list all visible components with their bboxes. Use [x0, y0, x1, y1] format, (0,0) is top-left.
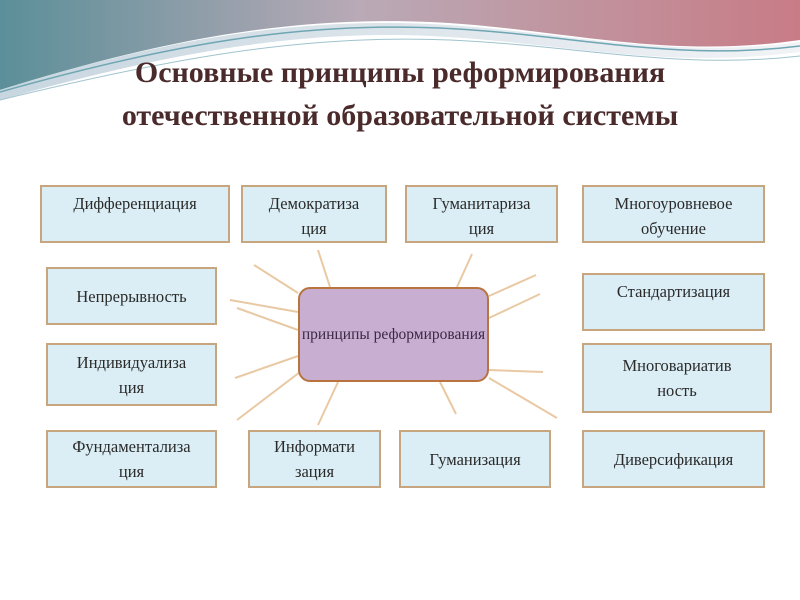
- connector-line: [236, 307, 299, 331]
- connector-line: [488, 274, 537, 297]
- central-node: принципы реформирования: [298, 287, 489, 382]
- page-title-line-2: отечественной образовательной системы: [121, 99, 679, 132]
- connector-line: [488, 377, 558, 419]
- connector-line: [439, 381, 457, 415]
- node-differentiation: Дифференциация: [40, 185, 230, 243]
- node-humanization: Гуманизация: [399, 430, 551, 488]
- node-label-line-2: ция: [468, 219, 495, 238]
- node-multilevel-learning: Многоуровневое обучение: [582, 185, 765, 243]
- node-diversification: Диверсификация: [582, 430, 765, 488]
- node-standardization: Стандартизация: [582, 273, 765, 331]
- node-label-line-1: Многовариатив: [622, 356, 732, 375]
- central-node-line-1: принципы: [301, 325, 370, 343]
- node-label-line-2: ция: [301, 219, 327, 238]
- connector-line: [317, 249, 331, 288]
- node-label-line-1: Гуманитариза: [432, 194, 531, 213]
- header-wave-decoration: [0, 0, 800, 101]
- node-label: Диверсификация: [613, 449, 734, 469]
- node-label-line-2: ция: [118, 462, 145, 481]
- node-humanitarization: Гуманитариза ция: [405, 185, 558, 243]
- node-democratization: Демократиза ция: [241, 185, 387, 243]
- node-label: Гуманизация: [429, 449, 521, 469]
- connector-line: [236, 371, 301, 421]
- node-informatization: Информати зация: [248, 430, 381, 488]
- connector-line: [488, 293, 541, 319]
- connector-line: [317, 381, 339, 426]
- node-label-line-1: Индивидуализа: [76, 352, 187, 372]
- connector-line: [456, 253, 473, 288]
- node-label-line-2: ция: [118, 377, 145, 397]
- node-continuity: Непрерывность: [46, 267, 217, 325]
- node-label-line-2: ность: [657, 381, 697, 400]
- node-fundamentalization: Фундаментализа ция: [46, 430, 217, 488]
- central-node-line-2: реформирования: [373, 325, 486, 343]
- node-label: Дифференциация: [73, 194, 197, 213]
- node-label-line-1: Информати: [274, 437, 355, 456]
- connector-line: [253, 264, 299, 294]
- node-individualization: Индивидуализа ция: [46, 343, 217, 406]
- node-label-line-1: Многоуровневое: [614, 194, 733, 213]
- node-multivariance: Многовариатив ность: [582, 343, 772, 413]
- connector-line: [229, 299, 299, 313]
- node-label: Непрерывность: [76, 286, 187, 306]
- node-label-line-1: Демократиза: [268, 194, 360, 213]
- node-label-line-2: обучение: [641, 219, 706, 238]
- connector-line: [234, 355, 299, 379]
- node-label-line-1: Фундаментализа: [72, 437, 191, 456]
- node-label-line-2: зация: [294, 462, 335, 481]
- node-label: Стандартизация: [616, 282, 731, 301]
- connector-line: [488, 369, 544, 373]
- page-title-line-1: Основные принципы реформирования: [134, 56, 666, 89]
